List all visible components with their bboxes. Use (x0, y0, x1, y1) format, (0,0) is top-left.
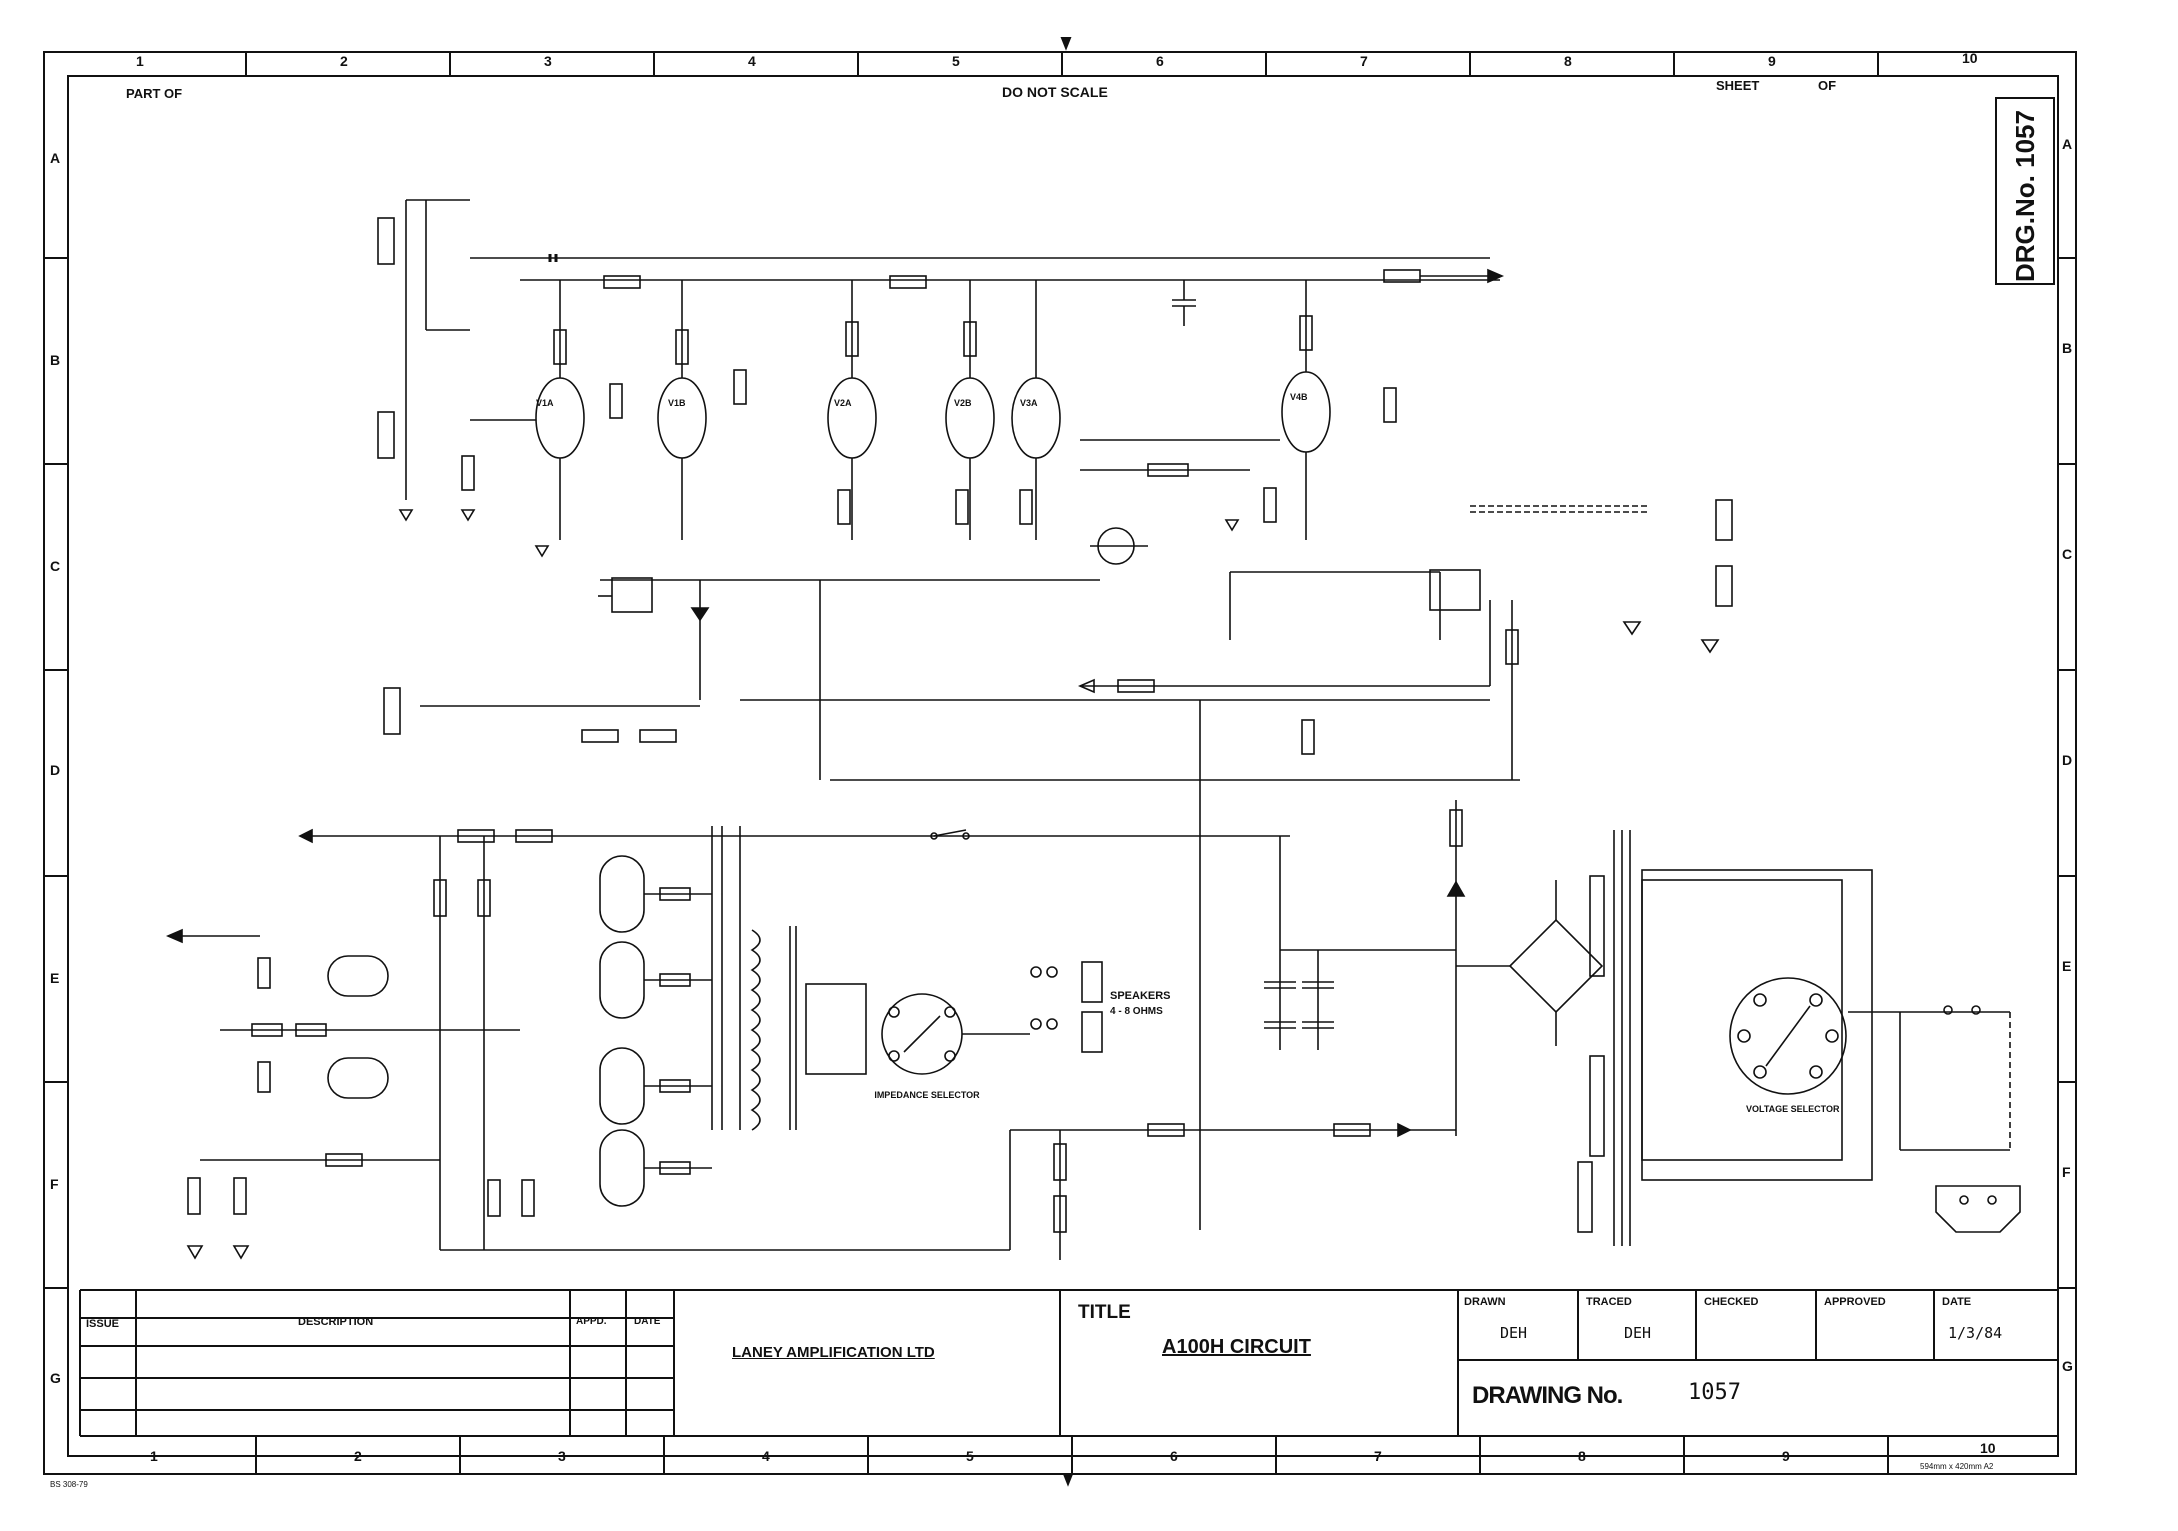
checked-header: CHECKED (1704, 1296, 1759, 1308)
col-label-2: 2 (340, 53, 348, 69)
valve-v3a (1011, 377, 1061, 459)
col-label-bottom-4: 4 (762, 1448, 770, 1464)
date-block-header: DATE (1942, 1296, 1972, 1308)
row-label-d: D (50, 762, 61, 778)
row-label-right-d: D (2062, 752, 2073, 768)
inner-border (67, 75, 2059, 1457)
voltage-selector-symbol (1729, 977, 1847, 1095)
col-label-bottom-1: 1 (150, 1448, 158, 1464)
valve-label-v3a: V3A (1020, 398, 1038, 408)
drawn-by-value: DEH (1500, 1324, 1528, 1342)
do-not-scale-label: DO NOT SCALE (1002, 84, 1108, 100)
valve-v4b (1281, 371, 1331, 453)
output-transformer (711, 826, 797, 1131)
impedance-selector-symbol (881, 993, 963, 1075)
impedance-selector-label: IMPEDANCE SELECTOR (874, 1090, 980, 1100)
col-label-4: 4 (748, 53, 756, 69)
date-value: 1/3/84 (1948, 1324, 2003, 1342)
col-label-bottom-8: 8 (1578, 1448, 1586, 1464)
valve-label-v1a: V1A (536, 398, 554, 408)
drawing-number-label: DRAWING No. (1472, 1382, 1623, 1409)
power-valves (599, 855, 645, 1207)
outer-border (43, 51, 2077, 1475)
valve-label-v4b: V4B (1290, 392, 1308, 402)
row-label-right-a: A (2062, 136, 2073, 152)
valve-label-v2a: V2A (834, 398, 852, 408)
row-label-b: B (50, 352, 61, 368)
col-label-6: 6 (1156, 53, 1164, 69)
drawing-title: A100H CIRCUIT (1162, 1336, 1311, 1358)
col-label-10: 10 (1962, 50, 1978, 66)
row-label-right-g: G (2062, 1358, 2073, 1374)
col-label-3: 3 (544, 53, 552, 69)
valve-label-v2b: V2B (954, 398, 972, 408)
drawing-number-value: 1057 (1688, 1380, 1741, 1405)
sheet-size-note: 594mm x 420mm A2 (1920, 1462, 1994, 1471)
col-label-bottom-7: 7 (1374, 1448, 1382, 1464)
part-of-label: PART OF (126, 86, 183, 101)
row-label-f: F (50, 1176, 59, 1192)
title-block-lines (79, 1289, 2058, 1437)
col-label-1: 1 (136, 53, 144, 69)
valve-label-v1b: V1B (668, 398, 686, 408)
col-label-bottom-2: 2 (354, 1448, 362, 1464)
row-label-a: A (50, 150, 61, 166)
traced-by-value: DEH (1624, 1324, 1652, 1342)
company-name: LANEY AMPLIFICATION LTD (732, 1344, 935, 1361)
col-label-bottom-5: 5 (966, 1448, 974, 1464)
row-label-right-f: F (2062, 1164, 2071, 1180)
drg-number-box (1995, 97, 2055, 285)
drg-number-vertical: DRG.No. 1057 (2010, 110, 2040, 282)
description-header: DESCRIPTION (298, 1316, 374, 1328)
valve-v1a (535, 377, 585, 459)
row-label-right-b: B (2062, 340, 2073, 356)
valve-v1b (657, 377, 707, 459)
schematic-wiring (165, 199, 2021, 1260)
approved-header: APPROVED (1824, 1296, 1886, 1308)
date-header: DATE (634, 1316, 661, 1327)
sheet-label: SHEET (1716, 78, 1760, 93)
mains-transformer (1577, 830, 1873, 1246)
col-label-8: 8 (1564, 53, 1572, 69)
speakers-label: SPEAKERS (1110, 990, 1171, 1002)
col-label-bottom-10: 10 (1980, 1440, 1996, 1456)
row-label-g: G (50, 1370, 61, 1386)
row-label-right-e: E (2062, 958, 2072, 974)
appd-header: APPD. (576, 1316, 607, 1327)
issue-header: ISSUE (86, 1318, 120, 1330)
row-label-c: C (50, 558, 61, 574)
title-heading: TITLE (1078, 1302, 1131, 1323)
bridge-rectifier (1456, 880, 1604, 1046)
col-label-bottom-3: 3 (558, 1448, 566, 1464)
mains-inlet (1935, 1185, 2021, 1233)
row-label-e: E (50, 970, 60, 986)
col-label-bottom-6: 6 (1170, 1448, 1178, 1464)
col-label-9: 9 (1768, 53, 1776, 69)
valve-v2b (945, 377, 995, 459)
drawn-header: DRAWN (1464, 1296, 1506, 1308)
valve-v2a (827, 377, 877, 459)
col-label-bottom-9: 9 (1782, 1448, 1790, 1464)
speakers-sub-label: 4 - 8 OHMS (1110, 1006, 1163, 1017)
traced-header: TRACED (1586, 1296, 1632, 1308)
col-label-7: 7 (1360, 53, 1368, 69)
col-label-5: 5 (952, 53, 960, 69)
standard-note: BS 308-79 (50, 1480, 88, 1489)
of-label: OF (1818, 78, 1837, 93)
voltage-selector-label: VOLTAGE SELECTOR (1746, 1104, 1840, 1114)
row-label-right-c: C (2062, 546, 2073, 562)
